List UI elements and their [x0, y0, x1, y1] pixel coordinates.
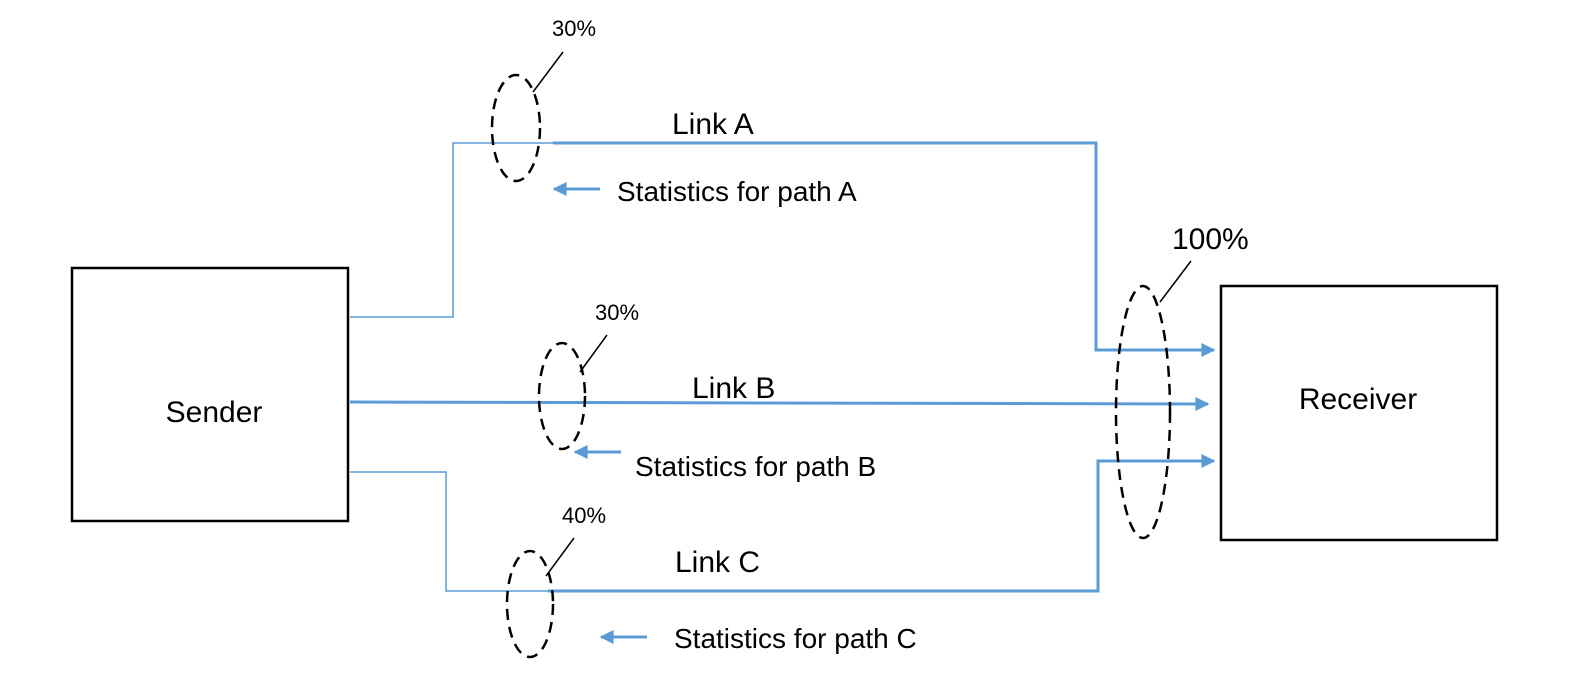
link-c-measure-ellipse	[505, 549, 555, 659]
link-a-line-thin	[350, 142, 553, 318]
total-share-leader	[1159, 260, 1192, 303]
link-b-label: Link B	[692, 372, 775, 405]
total-share: 100%	[1172, 223, 1249, 256]
link-b-share-leader	[579, 334, 608, 373]
link-a-measure-ellipse	[490, 73, 542, 183]
receiver-measure-ellipse	[1114, 284, 1172, 540]
link-a	[350, 141, 1216, 357]
link-a-line	[553, 141, 1216, 357]
link-c-share: 40%	[562, 503, 606, 528]
link-a-share-leader	[532, 51, 564, 93]
link-a-stats-label: Statistics for path A	[617, 176, 857, 207]
link-c-line-thin	[350, 471, 548, 592]
sender-box	[70, 266, 350, 523]
link-a-share: 30%	[552, 16, 596, 41]
sender-label: Sender	[166, 396, 263, 429]
link-b-share: 30%	[595, 300, 639, 325]
link-b-line	[349, 396, 1210, 411]
link-b-measure-ellipse	[537, 341, 587, 451]
link-b-stats-label: Statistics for path B	[635, 451, 876, 482]
link-c-stats-label: Statistics for path C	[674, 623, 917, 654]
receiver-label: Receiver	[1299, 383, 1417, 416]
link-c-label: Link C	[675, 546, 760, 579]
link-c-share-leader	[545, 537, 575, 577]
link-a-label: Link A	[672, 108, 754, 141]
link-c-line	[548, 454, 1216, 593]
receiver-box	[1219, 284, 1499, 542]
link-c	[350, 454, 1216, 593]
